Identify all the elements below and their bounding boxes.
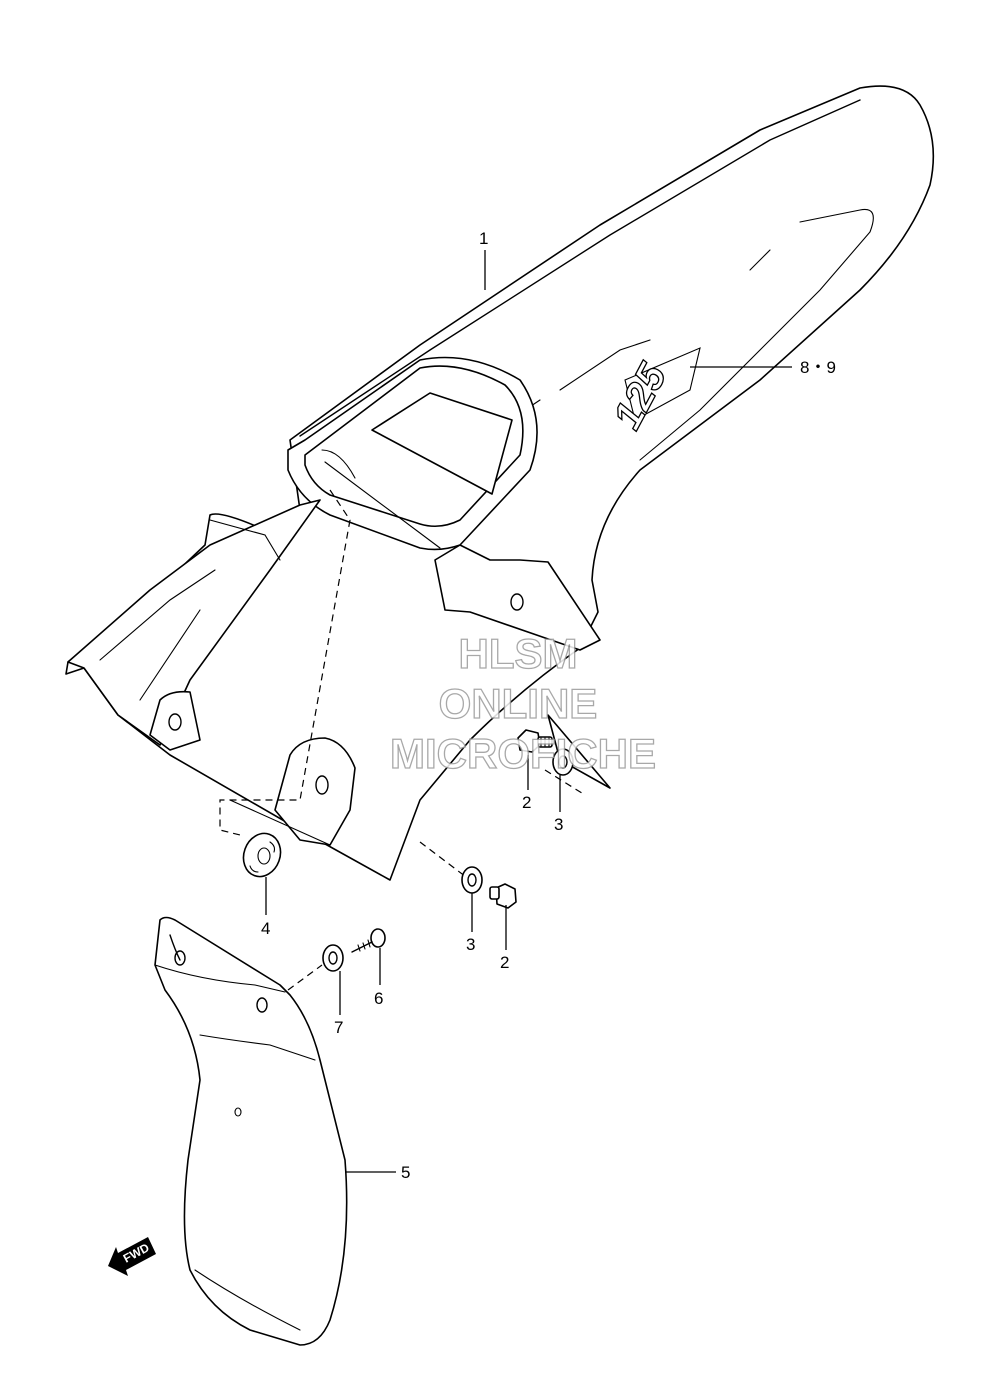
screw	[351, 928, 386, 953]
callout-1: 1	[479, 229, 488, 248]
callout-2-upper: 2	[522, 793, 531, 812]
washer-upper	[552, 748, 574, 776]
callout-7: 7	[334, 1018, 343, 1037]
callout-8-9: 8・9	[800, 358, 836, 377]
leader-lines	[265, 250, 792, 1173]
callout-5: 5	[401, 1163, 410, 1182]
watermark-line-3: MICROFICHE	[390, 730, 656, 777]
washer-middle	[461, 866, 483, 894]
watermark-line-2: ONLINE	[439, 680, 598, 727]
callout-3-upper: 3	[554, 815, 563, 834]
rear-fender: 125	[65, 85, 935, 881]
callout-6: 6	[374, 989, 383, 1008]
fwd-arrow-icon: FWD	[108, 1237, 156, 1276]
callout-2-middle: 2	[500, 953, 509, 972]
mud-flap	[154, 916, 348, 1346]
callout-4: 4	[261, 919, 270, 938]
callout-3-middle: 3	[466, 935, 475, 954]
watermark: HLSM ONLINE MICROFICHE	[389, 629, 656, 777]
washer-lower	[322, 944, 344, 972]
bolt-upper	[517, 729, 553, 753]
watermark-line-1: HLSM	[459, 630, 578, 677]
bolt-middle	[489, 883, 517, 909]
grommet	[242, 832, 282, 878]
